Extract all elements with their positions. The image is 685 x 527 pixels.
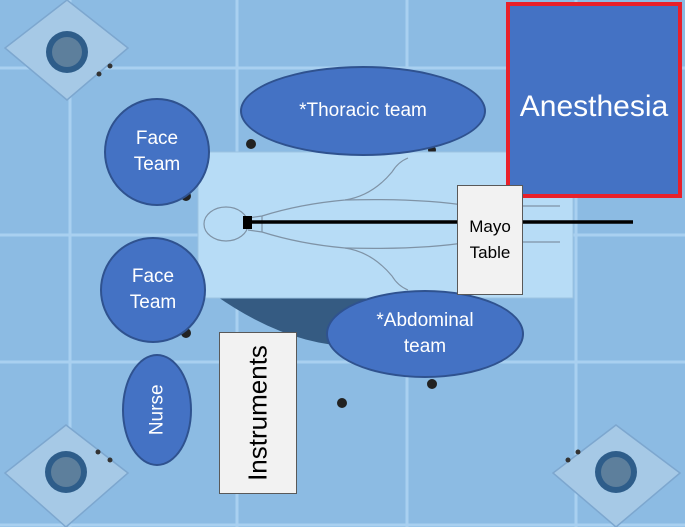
nurse: Nurse: [122, 354, 192, 466]
table-rail-head: [243, 216, 252, 229]
abdominal-team: *Abdominal team: [326, 290, 524, 378]
mayo-table-label-line2: Table: [469, 243, 511, 262]
face-team-top-label-line2: Team: [133, 154, 181, 175]
thoracic-team-label: *Thoracic team: [299, 100, 427, 122]
face-team-bottom-label-line2: Team: [129, 292, 177, 313]
instruments-label: Instruments: [242, 345, 273, 481]
abdominal-team-label-line2: team: [403, 336, 447, 357]
face-team-top: Face Team: [104, 98, 210, 206]
mayo-table-label-line1: Mayo: [469, 216, 511, 236]
anesthesia-station: Anesthesia: [506, 2, 682, 198]
floor-mount-bottom-left: [3, 424, 130, 527]
face-team-bottom: Face Team: [100, 237, 206, 343]
instruments-table: Instruments: [219, 332, 297, 494]
abdominal-team-label-line1: *Abdominal: [376, 310, 474, 332]
face-team-bottom-label-line1: Face: [131, 266, 175, 288]
thoracic-team: *Thoracic team: [240, 66, 486, 156]
mayo-table: Mayo Table: [457, 185, 523, 295]
face-team-top-label-line1: Face: [135, 128, 179, 150]
anesthesia-label: Anesthesia: [519, 90, 669, 123]
nurse-label: Nurse: [146, 384, 168, 436]
floor-dots: [181, 139, 437, 408]
floor-mount-top-left: [3, 0, 130, 101]
floor-mount-bottom-right: [551, 424, 682, 527]
